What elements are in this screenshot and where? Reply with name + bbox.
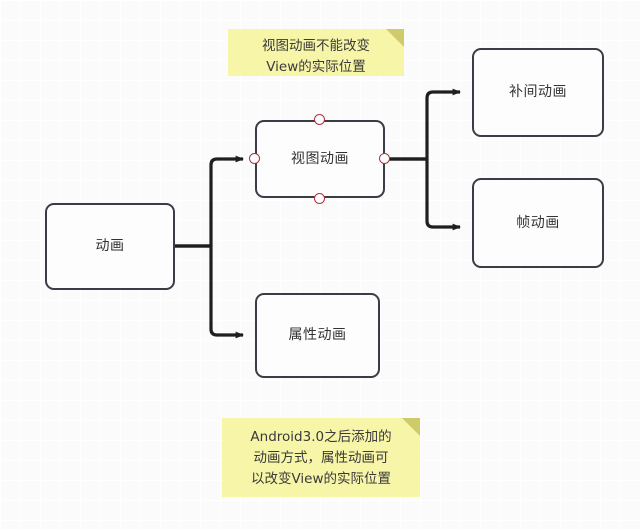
resize-handle-top[interactable] bbox=[314, 114, 325, 125]
node-frame-animation-label: 帧动画 bbox=[516, 214, 560, 231]
sticky-note-property-animation[interactable]: Android3.0之后添加的 动画方式，属性动画可 以改变View的实际位置 bbox=[222, 418, 420, 497]
node-root[interactable]: 动画 bbox=[45, 203, 175, 290]
edge-view-to-frame bbox=[385, 157, 461, 231]
node-tween-animation[interactable]: 补间动画 bbox=[472, 48, 604, 137]
sticky-note-property-animation-line-3: 以改变View的实际位置 bbox=[250, 470, 392, 487]
edge-root-to-prop bbox=[175, 244, 244, 339]
node-view-animation[interactable]: 视图动画 bbox=[255, 120, 385, 198]
sticky-note-view-animation-line-1: 视图动画不能改变 bbox=[262, 38, 370, 54]
node-frame-animation[interactable]: 帧动画 bbox=[472, 178, 604, 268]
sticky-note-view-animation-line-2: View的实际位置 bbox=[266, 58, 366, 75]
node-root-label: 动画 bbox=[95, 238, 125, 255]
sticky-note-property-animation-line-1: Android3.0之后添加的 bbox=[250, 429, 392, 445]
sticky-note-view-animation[interactable]: 视图动画不能改变 View的实际位置 bbox=[228, 29, 404, 76]
sticky-note-property-animation-line-2: 动画方式，属性动画可 bbox=[253, 449, 389, 466]
note-fold-corner-icon bbox=[402, 418, 420, 436]
resize-handle-bottom[interactable] bbox=[314, 193, 325, 204]
edge-root-to-view bbox=[175, 155, 244, 248]
note-fold-corner-icon bbox=[386, 29, 404, 47]
node-property-animation[interactable]: 属性动画 bbox=[255, 293, 380, 378]
node-tween-animation-label: 补间动画 bbox=[509, 84, 567, 101]
resize-handle-right[interactable] bbox=[379, 153, 390, 164]
resize-handle-left[interactable] bbox=[249, 153, 260, 164]
node-property-animation-label: 属性动画 bbox=[288, 327, 347, 344]
node-view-animation-label: 视图动画 bbox=[291, 150, 349, 167]
edge-view-to-tween bbox=[385, 88, 461, 161]
